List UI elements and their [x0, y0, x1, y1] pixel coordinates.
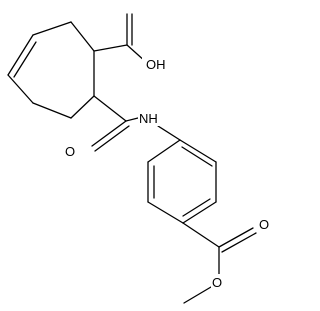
ring-bond-6: [7, 74, 34, 104]
atom-labels: OH NH O O O: [64, 56, 272, 290]
ester-carbonyl-o-label: O: [259, 217, 269, 232]
benzene-bond-1-inner: [181, 146, 213, 167]
ring-double-bond-b: [13, 41, 37, 78]
benzene-bond-3: [182, 201, 217, 224]
acid-c-bond: [93, 44, 128, 52]
benzene-bond-1: [179, 139, 217, 163]
ring-bond-1: [32, 21, 72, 36]
benzene-bond-6: [147, 139, 181, 163]
chemical-structure-diagram: OH NH O O O: [7, 13, 272, 304]
ester-co-double-a: [218, 227, 254, 248]
amide-co-double-a: [91, 120, 127, 147]
benzene-bond-3-inner: [182, 198, 211, 217]
amide-n-aryl-bond: [157, 125, 181, 141]
amide-c-bond: [93, 95, 127, 122]
amide-o-label: O: [65, 144, 75, 159]
ring-bond-5: [32, 102, 72, 119]
amide-co-double-b: [94, 125, 130, 152]
ring-double-bond-a: [7, 34, 34, 76]
ring-bond-2: [70, 21, 95, 52]
ester-c-bond: [182, 222, 220, 248]
acid-oh-label: OH: [146, 57, 166, 72]
bonds: [7, 13, 257, 304]
benzene-bond-4: [147, 201, 184, 224]
ester-o-label: O: [212, 275, 222, 290]
amide-nh-label: NH: [139, 111, 158, 126]
ester-co-double-b: [221, 232, 257, 253]
amide-cn-bond: [125, 117, 139, 122]
ester-o-methyl: [183, 286, 212, 304]
ring-bond-4: [70, 95, 95, 119]
